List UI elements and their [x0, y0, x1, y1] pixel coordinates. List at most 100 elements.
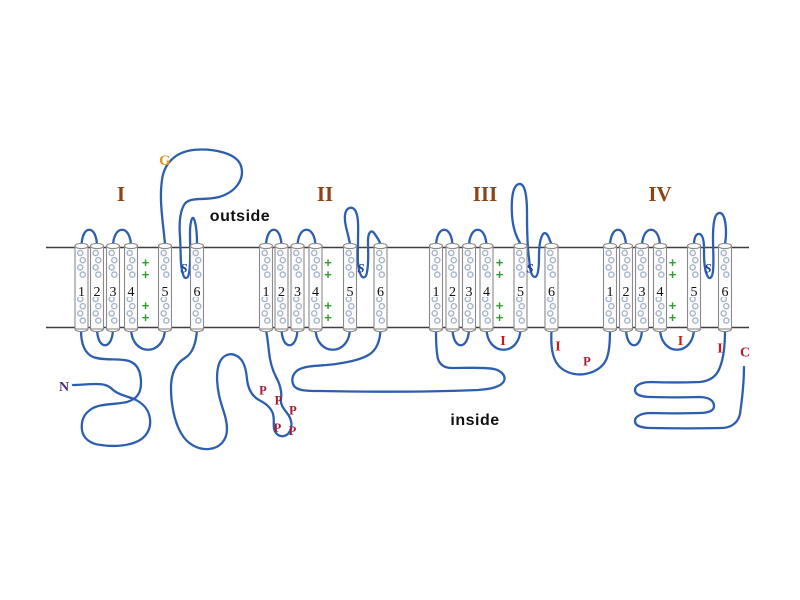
helix-coil-mark — [263, 271, 271, 278]
helix-coil-mark — [431, 310, 439, 317]
helix-coil-mark — [192, 310, 199, 317]
helix-coil-mark — [658, 271, 665, 278]
helix-top-cap — [157, 242, 173, 250]
domain-2-segment-4-helix: 4 — [308, 242, 323, 333]
domain-1-segment-5-helix: 5 — [157, 242, 173, 333]
n-terminus-label: N — [59, 380, 69, 395]
helix-coil-mark — [515, 310, 523, 317]
helix-coil-mark — [692, 317, 699, 324]
helix-coil-mark — [605, 249, 613, 257]
domain-3-gating-charge-plus-1: + — [496, 255, 504, 270]
helix-top-cap — [74, 242, 89, 250]
helix-top-cap — [274, 242, 289, 250]
domain-4-segment-3-number: 3 — [639, 285, 646, 300]
linker-i-ii — [169, 328, 293, 451]
domain-2-numeral: II — [317, 182, 333, 206]
helix-coil-mark — [263, 256, 271, 264]
helix-coil-mark — [295, 302, 303, 310]
helix-coil-mark — [279, 256, 287, 264]
domain-4-loop-s3-s4 — [640, 228, 662, 249]
domain-3-segment-6-helix: 6 — [544, 242, 559, 333]
helix-coil-mark — [292, 264, 300, 271]
helix-coil-mark — [347, 271, 355, 278]
segment-number-backdrop — [191, 284, 203, 297]
helix-coil-mark — [279, 271, 287, 278]
helix-coil-mark — [447, 310, 455, 317]
helix-coil-mark — [345, 249, 353, 257]
helix-coil-mark — [160, 249, 167, 257]
domain-4-segment-6-number: 6 — [722, 285, 729, 300]
domain-4-loop-s2-s3 — [624, 326, 644, 347]
helix-coil-mark — [723, 302, 730, 310]
helix-coil-mark — [111, 271, 118, 278]
domain-3-segment-2-number: 2 — [449, 285, 456, 300]
helix-coil-mark — [464, 249, 472, 257]
segment-number-backdrop — [481, 284, 492, 297]
helix-coil-mark — [608, 317, 615, 324]
domain-4-segment-5-number: 5 — [691, 285, 698, 300]
domain-3-segment-3-helix: 3 — [461, 242, 477, 333]
segment-number-backdrop — [604, 284, 616, 297]
helix-coil-mark — [92, 264, 99, 271]
segment-number-backdrop — [159, 284, 171, 297]
domain-1-loop-s3-s4 — [111, 228, 133, 249]
helix-coil-mark — [481, 310, 489, 317]
helix-coil-mark — [111, 317, 118, 324]
helix-coil-mark — [466, 256, 474, 264]
segment-number-backdrop — [310, 284, 321, 297]
helix-coil-mark — [76, 310, 84, 317]
helix-top-cap — [652, 242, 668, 250]
domain-2-loop-s4-s5 — [314, 326, 352, 351]
domain-4-segment-2-number: 2 — [623, 285, 630, 300]
domain-3-gating-charge-plus-3: + — [496, 298, 504, 313]
domain-1-segment-2-helix: 2 — [89, 242, 105, 333]
helix-coil-mark — [518, 317, 526, 324]
segment-number-backdrop — [76, 284, 87, 297]
domain-1-gating-charge-plus-2: + — [142, 267, 150, 282]
helix-coil-mark — [605, 310, 613, 317]
segment-number-backdrop — [620, 284, 632, 297]
helix-coil-mark — [108, 264, 115, 271]
helix-coil-mark — [279, 317, 287, 324]
helix-top-cap — [618, 242, 634, 250]
c-terminus-label: C — [740, 346, 750, 361]
domain-1-segment-1-helix: 1 — [74, 242, 89, 333]
inactivation-i-label-4: I — [717, 342, 722, 357]
helix-top-cap — [686, 242, 702, 250]
helix-coil-mark — [194, 317, 202, 324]
helix-top-cap — [428, 242, 444, 250]
helix-coil-mark — [720, 310, 728, 317]
helix-coil-mark — [689, 310, 697, 317]
helix-coil-mark — [295, 256, 303, 264]
helix-coil-mark — [162, 271, 170, 278]
helix-coil-mark — [292, 310, 300, 317]
segment-number-backdrop — [688, 284, 700, 297]
helix-coil-mark — [261, 264, 269, 271]
helix-coil-mark — [108, 310, 115, 317]
helix-coil-mark — [126, 264, 133, 271]
inactivation-i-label-3: I — [678, 334, 683, 349]
domain-4-pore-loop — [692, 211, 728, 280]
helix-coil-mark — [192, 249, 199, 257]
helix-coil-mark — [76, 249, 84, 257]
segment-number-backdrop — [125, 284, 137, 297]
helix-coil-mark — [79, 317, 87, 324]
helix-coil-mark — [515, 264, 523, 271]
domain-1-segment-6-number: 6 — [194, 285, 201, 300]
helix-coil-mark — [295, 317, 303, 324]
helix-coil-mark — [546, 310, 554, 317]
helix-coil-mark — [692, 271, 699, 278]
domain-1-segment-2-number: 2 — [94, 285, 101, 300]
domain-1-loop-s2-s3 — [95, 326, 115, 347]
domain-3-segment-5-number: 5 — [517, 285, 524, 300]
helix-coil-mark — [689, 264, 697, 271]
helix-coil-mark — [160, 310, 167, 317]
helix-coil-mark — [723, 317, 730, 324]
helix-coil-mark — [261, 249, 269, 257]
helix-coil-mark — [655, 310, 663, 317]
segment-number-backdrop — [107, 284, 119, 297]
helix-coil-mark — [162, 256, 170, 264]
helix-coil-mark — [466, 271, 474, 278]
helix-coil-mark — [310, 249, 318, 257]
helix-coil-mark — [658, 302, 665, 310]
